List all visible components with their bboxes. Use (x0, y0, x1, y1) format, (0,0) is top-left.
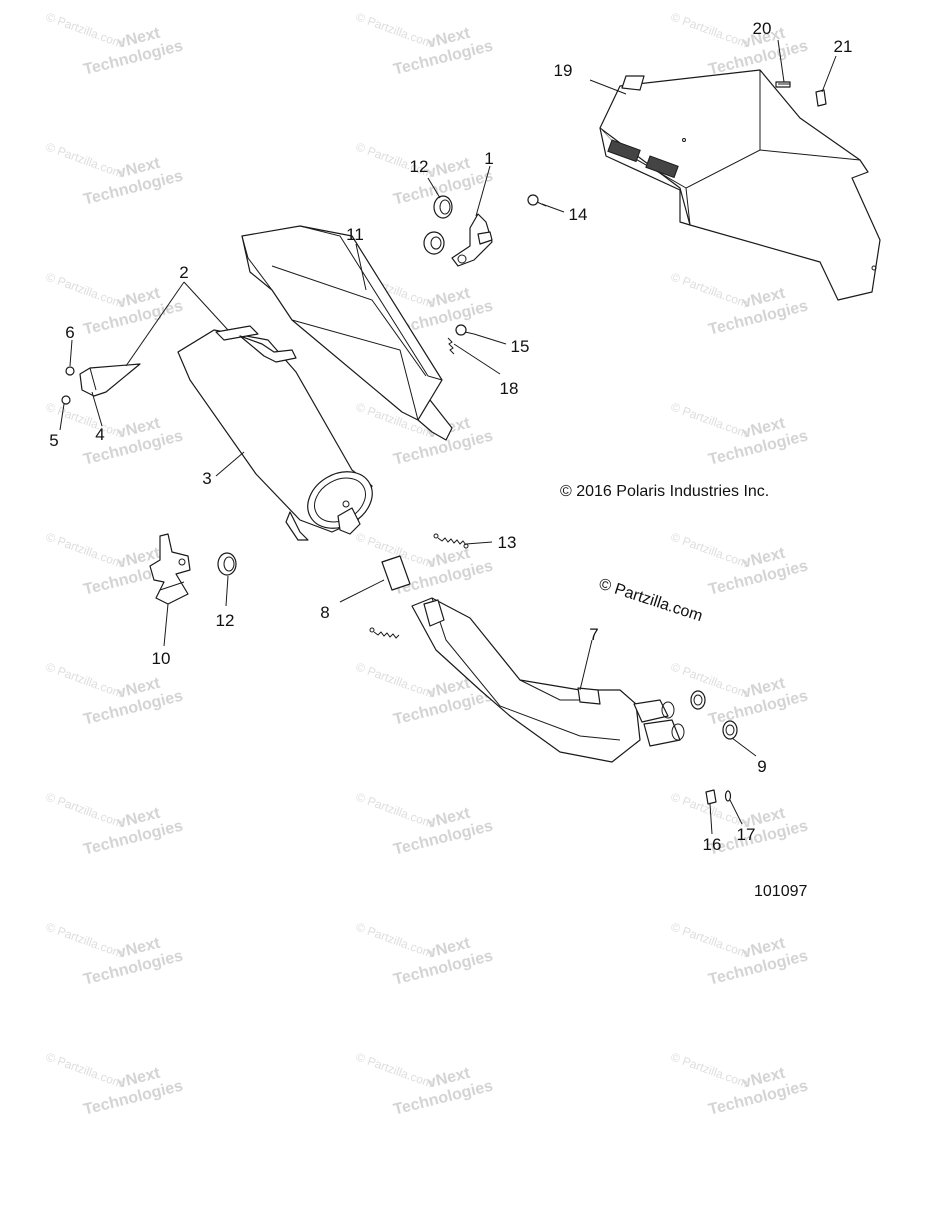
part-8-sleeve (381, 555, 411, 591)
watermark-site: © Partzilla.com (44, 270, 125, 311)
part-3-muffler (177, 325, 373, 541)
part-4-tailpipe-tip (79, 363, 141, 397)
watermark-site: © Partzilla.com (44, 660, 125, 701)
callout-19: 19 (554, 61, 573, 80)
callout-14: 14 (569, 205, 588, 224)
callout-1: 1 (484, 149, 493, 168)
watermark-site: © Partzilla.com (44, 530, 125, 571)
watermark-site: © Partzilla.com (44, 920, 125, 961)
watermark-site: © Partzilla.com (669, 270, 750, 311)
callout-13: 13 (498, 533, 517, 552)
part-6-nut (65, 366, 75, 376)
watermark-site: © Partzilla.com (354, 790, 435, 831)
callout-9: 9 (757, 757, 766, 776)
watermark-site: © Partzilla.com (44, 140, 125, 181)
part-11-muffler-shield (241, 225, 453, 441)
callout-7: 7 (589, 625, 598, 644)
part-9-gasket-lower (722, 720, 738, 740)
part-10-bracket (149, 533, 191, 605)
watermark-site: © Partzilla.com (44, 1050, 125, 1091)
part-13-spring-lower (369, 627, 400, 639)
part-9-gasket-upper (690, 690, 706, 710)
callout-5: 5 (49, 431, 58, 450)
part-19-heat-shield (599, 69, 881, 301)
callout-labels: 1 2 3 4 5 6 7 8 9 10 11 12 12 13 14 15 1… (49, 19, 852, 854)
copyright-notice: © 2016 Polaris Industries Inc. (560, 483, 769, 500)
part-15-bolt (455, 324, 475, 336)
part-14-bolt (527, 194, 547, 207)
watermark-site: © Partzilla.com (354, 660, 435, 701)
part-12-grommet-upper (433, 195, 453, 219)
part-16-nut (705, 789, 717, 805)
diagram-number: 101097 (754, 883, 807, 900)
watermark-site: © Partzilla.com (669, 660, 750, 701)
watermark-site: © Partzilla.com (669, 530, 750, 571)
callout-12-upper: 12 (410, 157, 429, 176)
part-17-washer (724, 790, 732, 802)
watermark-site: © Partzilla.com (44, 10, 125, 51)
callout-11: 11 (346, 225, 364, 244)
callout-15: 15 (511, 337, 530, 356)
callout-6: 6 (65, 323, 74, 342)
watermark-site: © Partzilla.com (669, 1050, 750, 1091)
callout-3: 3 (202, 469, 211, 488)
callout-16: 16 (703, 835, 722, 854)
callout-2: 2 (179, 263, 188, 282)
watermark-site: © Partzilla.com (354, 10, 435, 51)
callout-10: 10 (152, 649, 171, 668)
watermark-site: © Partzilla.com (669, 400, 750, 441)
part-21-clip-nut (815, 89, 827, 107)
watermark-site: © Partzilla.com (44, 790, 125, 831)
callout-12-lower: 12 (216, 611, 235, 630)
watermark-site: © Partzilla.com (354, 1050, 435, 1091)
watermark-site: © Partzilla.com (354, 920, 435, 961)
callout-17: 17 (737, 825, 756, 844)
callout-8: 8 (320, 603, 329, 622)
partzilla-site-mark: © Partzilla.com (597, 576, 705, 625)
callout-20: 20 (753, 19, 772, 38)
callout-21: 21 (834, 37, 853, 56)
watermark-site: © Partzilla.com (669, 920, 750, 961)
part-20-bolt (775, 81, 791, 88)
callout-18: 18 (500, 379, 519, 398)
part-12-grommet-lower (217, 552, 237, 576)
part-7-header-pipe (411, 597, 685, 763)
watermark-site: © Partzilla.com (669, 10, 750, 51)
part-18-spring (447, 337, 455, 355)
part-5-bolt (61, 395, 71, 405)
part-12-grommet-upper-b (423, 231, 445, 255)
part-1-bracket (451, 213, 493, 267)
leader-lines (59, 39, 837, 835)
callout-4: 4 (95, 425, 104, 444)
